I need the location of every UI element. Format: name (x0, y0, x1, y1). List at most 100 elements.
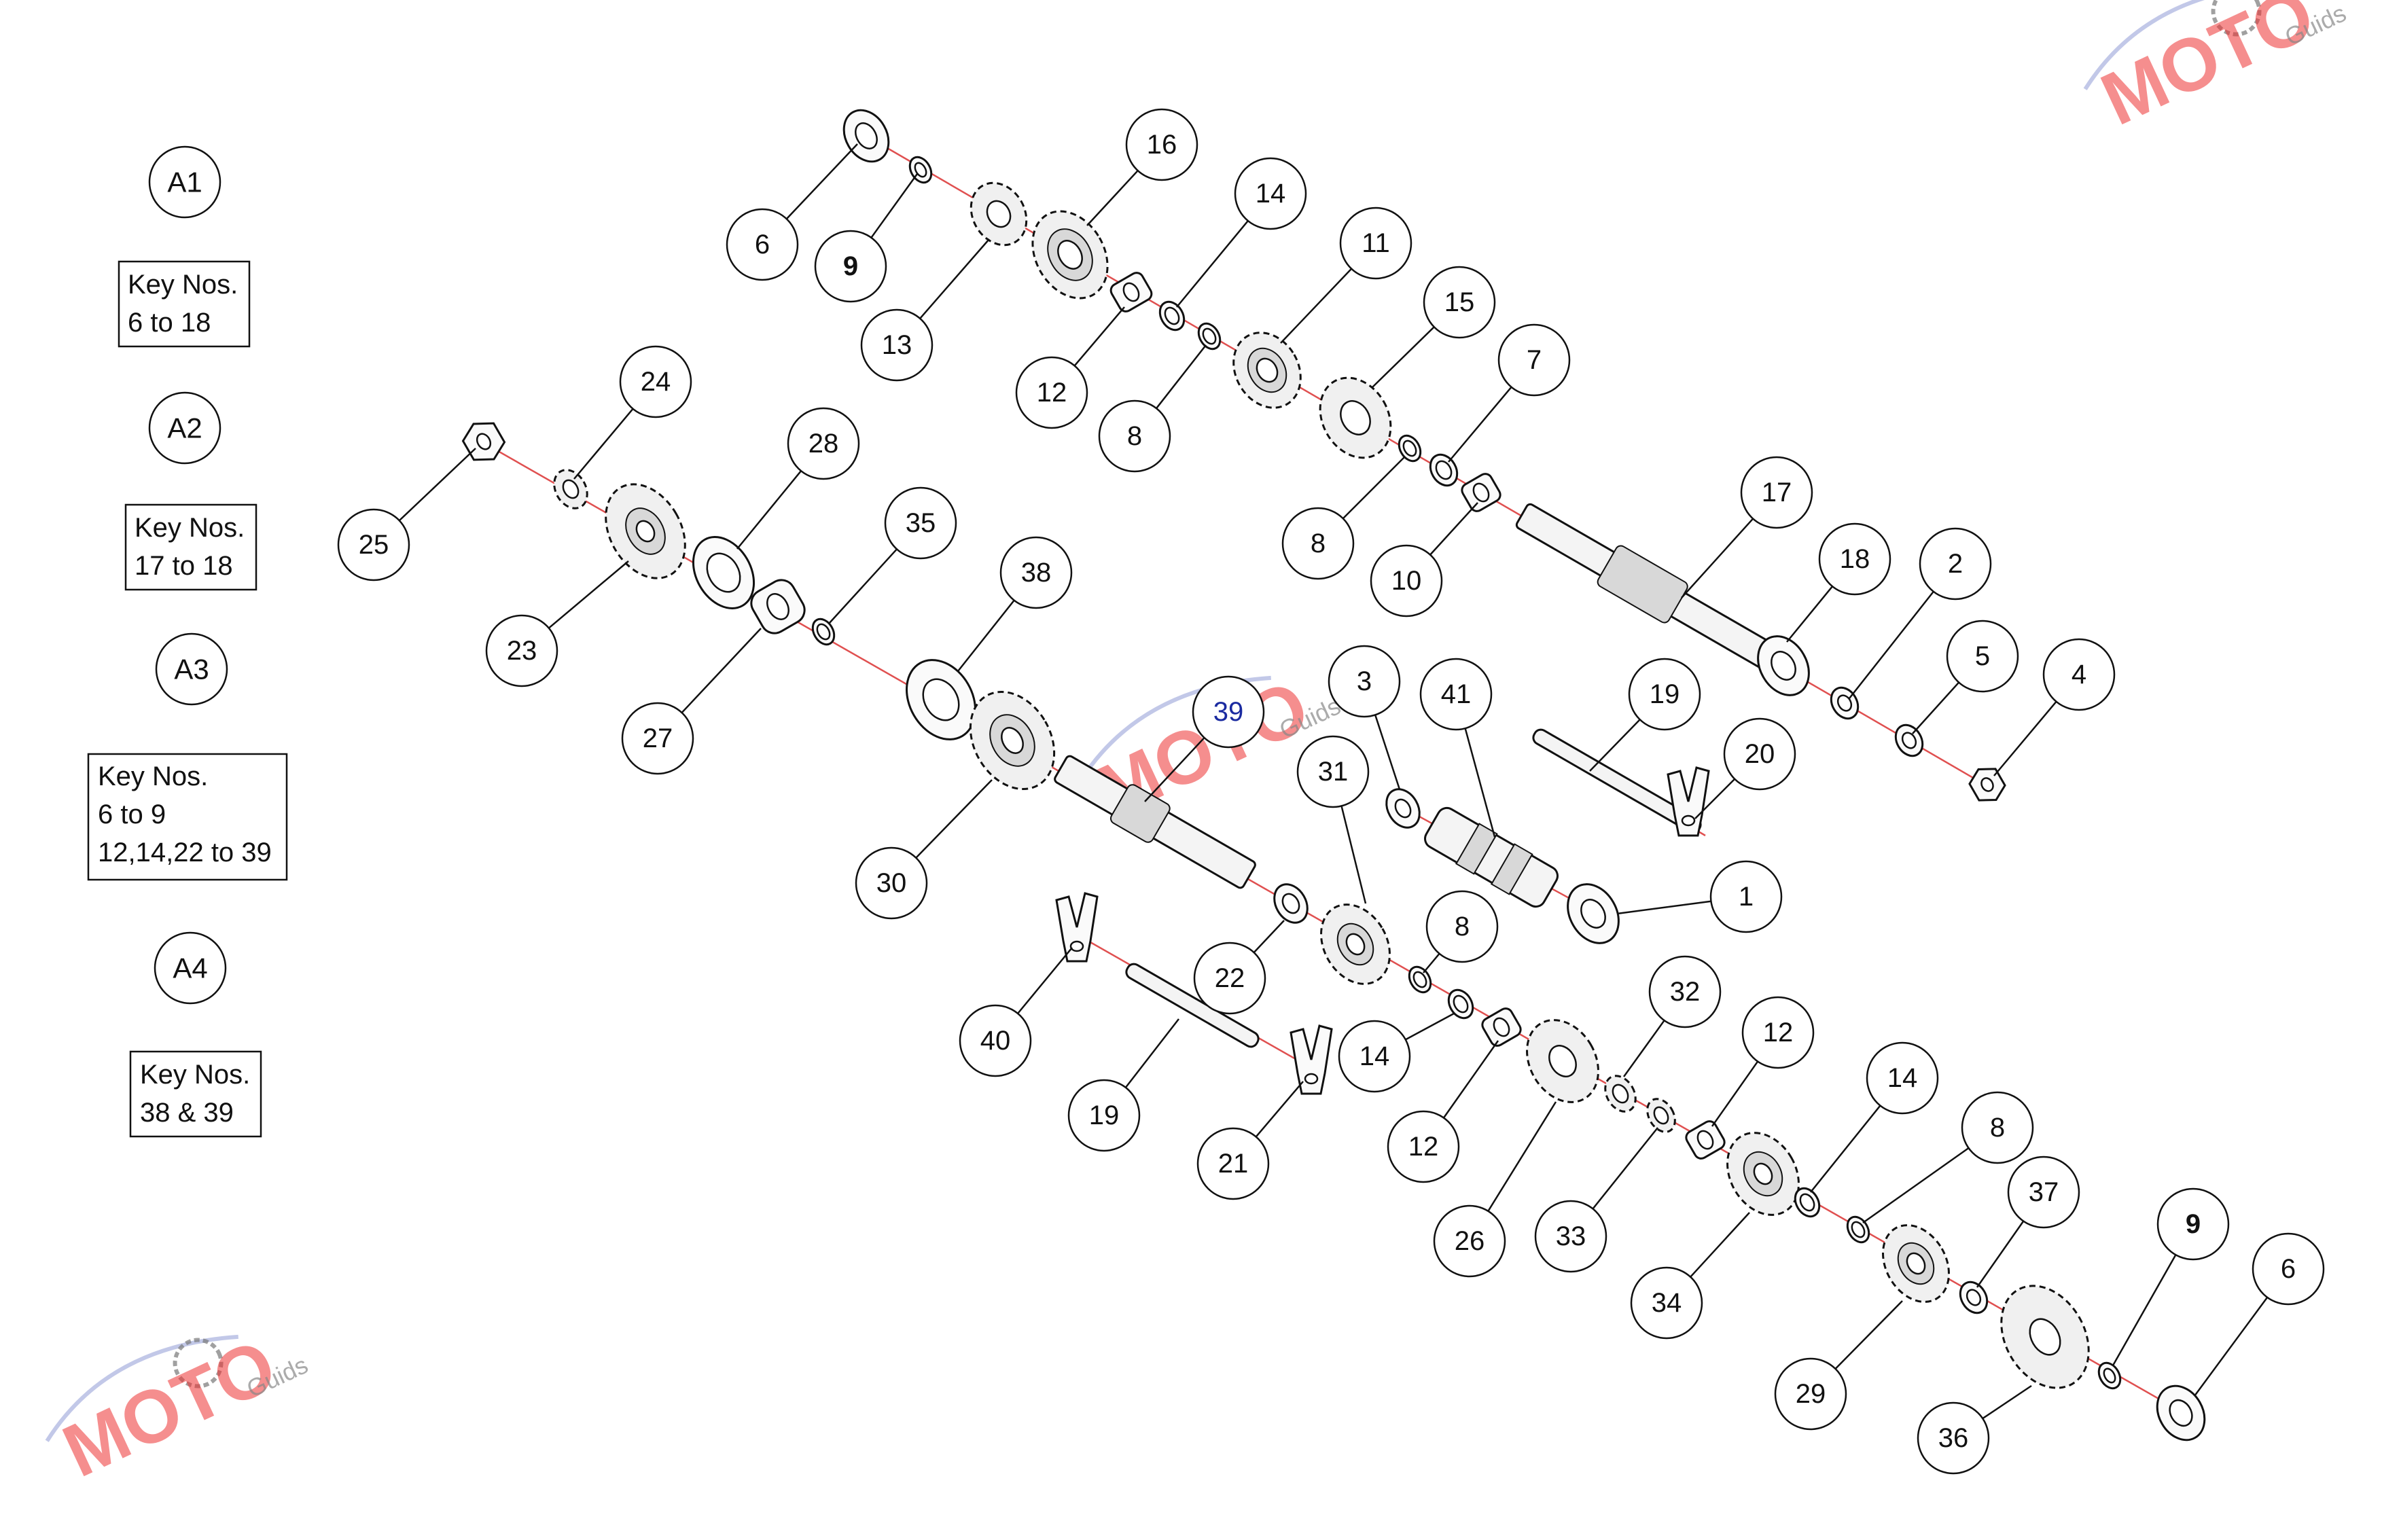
callout-number: 21 (1218, 1149, 1249, 1179)
callout-leader (1342, 456, 1406, 520)
callout-28: 28 (736, 407, 860, 550)
selector-parts (1055, 728, 1710, 1095)
callout-number: 18 (1840, 544, 1870, 574)
callout-bubble (2252, 1232, 2325, 1306)
callout-36: 36 (1917, 1384, 2032, 1475)
callout-bubble (1193, 942, 1266, 1015)
callout-bubble (1628, 658, 1701, 731)
group-a1-label: A1 (167, 166, 202, 198)
needle-bearing-12-upper (1109, 272, 1153, 312)
callout-number: 17 (1762, 478, 1792, 507)
callout-leader (785, 143, 858, 220)
callout-bubble (1741, 996, 1815, 1069)
group-a2: A2 Key Nos. 17 to 18 (124, 391, 257, 591)
callout-leader (1810, 1105, 1881, 1193)
callout-21: 21 (1196, 1081, 1304, 1200)
gear-13 (970, 181, 1028, 247)
callout-31: 31 (1296, 735, 1370, 904)
callout-leader (1849, 591, 1934, 699)
callout-number: 7 (1527, 345, 1542, 375)
bearing-1 (1567, 883, 1620, 944)
washer-7 (1429, 453, 1459, 487)
washer-14-lower-b (1794, 1187, 1821, 1218)
nut-25 (461, 422, 506, 461)
nut-4 (1968, 768, 2006, 802)
callout-number: 36 (1938, 1423, 1969, 1453)
callout-bubble (959, 1004, 1032, 1077)
callout-number: 12 (1037, 378, 1067, 408)
callout-bubble (1917, 1401, 1990, 1475)
gear-29 (1882, 1224, 1950, 1303)
callout-bubble (1723, 717, 1796, 791)
group-a3-badge (155, 632, 228, 706)
callout-bubble (884, 486, 957, 560)
circlip-9-upper (908, 156, 933, 184)
input-shaft-39 (1054, 755, 1256, 889)
washer-32 (1604, 1075, 1637, 1113)
callout-26: 26 (1433, 1101, 1557, 1278)
callout-bubble (1740, 456, 1813, 529)
group-a3: A3 Key Nos. 6 to 9 12,14,22 to 39 (87, 632, 288, 881)
callout-leader (1993, 701, 2057, 776)
callout-number: 37 (2029, 1177, 2059, 1207)
group-legend: A1 Key Nos. 6 to 18 A2 Key Nos. 17 to 18… (87, 145, 288, 1138)
callout-leader (1340, 806, 1367, 904)
callout-leader (1086, 170, 1139, 226)
lock-washer-33 (1646, 1098, 1676, 1133)
group-a2-label: A2 (167, 412, 202, 444)
bush-22 (1273, 883, 1309, 924)
group-a3-key-line-3: 12,14,22 to 39 (98, 838, 272, 867)
callout-bubble (1125, 108, 1198, 181)
callout-14: 14 (1810, 1041, 1939, 1193)
callout-16: 16 (1086, 108, 1198, 226)
callout-8: 8 (1862, 1091, 2034, 1224)
callout-9: 9 (814, 173, 919, 303)
callout-number: 29 (1796, 1379, 1826, 1409)
callout-leader (1589, 719, 1641, 772)
callout-35: 35 (828, 486, 957, 624)
group-a3-label: A3 (174, 653, 209, 685)
callout-leader (1448, 387, 1512, 463)
oil-seal-28 (692, 536, 756, 609)
callout-number: 30 (876, 868, 907, 898)
callout-number: 33 (1556, 1221, 1586, 1251)
callout-leader (1487, 1101, 1557, 1212)
callout-leader (398, 448, 476, 522)
callout-number: 31 (1318, 757, 1349, 787)
callout-leader (548, 560, 629, 629)
callout-15: 15 (1372, 266, 1496, 388)
callout-number: 40 (980, 1026, 1011, 1056)
callout-22: 22 (1193, 920, 1285, 1015)
callout-number: 12 (1763, 1018, 1794, 1047)
callout-bubble (1774, 1357, 1847, 1431)
bush-3 (1385, 788, 1421, 829)
circlip-8-upper-a (1197, 322, 1222, 351)
group-a1: A1 Key Nos. 6 to 18 (118, 145, 251, 348)
callout-33: 33 (1534, 1127, 1658, 1273)
callout-10: 10 (1370, 502, 1478, 617)
upper-shaft-parts (842, 109, 2006, 802)
gear-15 (1319, 376, 1392, 459)
callout-leader (1156, 344, 1207, 409)
callout-leader (1592, 1127, 1658, 1210)
callout-leader (957, 599, 1015, 672)
group-a1-key-line-2: 6 to 18 (128, 308, 211, 338)
callout-number: 14 (1887, 1063, 1918, 1093)
callout-number: 38 (1021, 558, 1052, 588)
callout-leader (573, 408, 634, 480)
callout-number: 27 (643, 723, 673, 753)
callout-bubble (619, 345, 692, 418)
callout-8: 8 (1423, 890, 1499, 973)
callout-bubble (1425, 890, 1499, 963)
washer-5 (1894, 723, 1924, 757)
gear-11 (1232, 332, 1302, 409)
callout-leader (2112, 1254, 2177, 1366)
group-a2-key-line-1: Key Nos. (135, 513, 245, 543)
callout-number: 1 (1739, 882, 1754, 912)
group-a1-key-line-1: Key Nos. (128, 270, 238, 300)
watermark-bottom-left: MOTO Guids (45, 1323, 312, 1493)
callout-leader (1711, 1060, 1759, 1127)
callout-bubble (1192, 675, 1265, 749)
group-a2-key-line-2: 17 to 18 (135, 551, 233, 581)
callout-leader (828, 548, 897, 624)
